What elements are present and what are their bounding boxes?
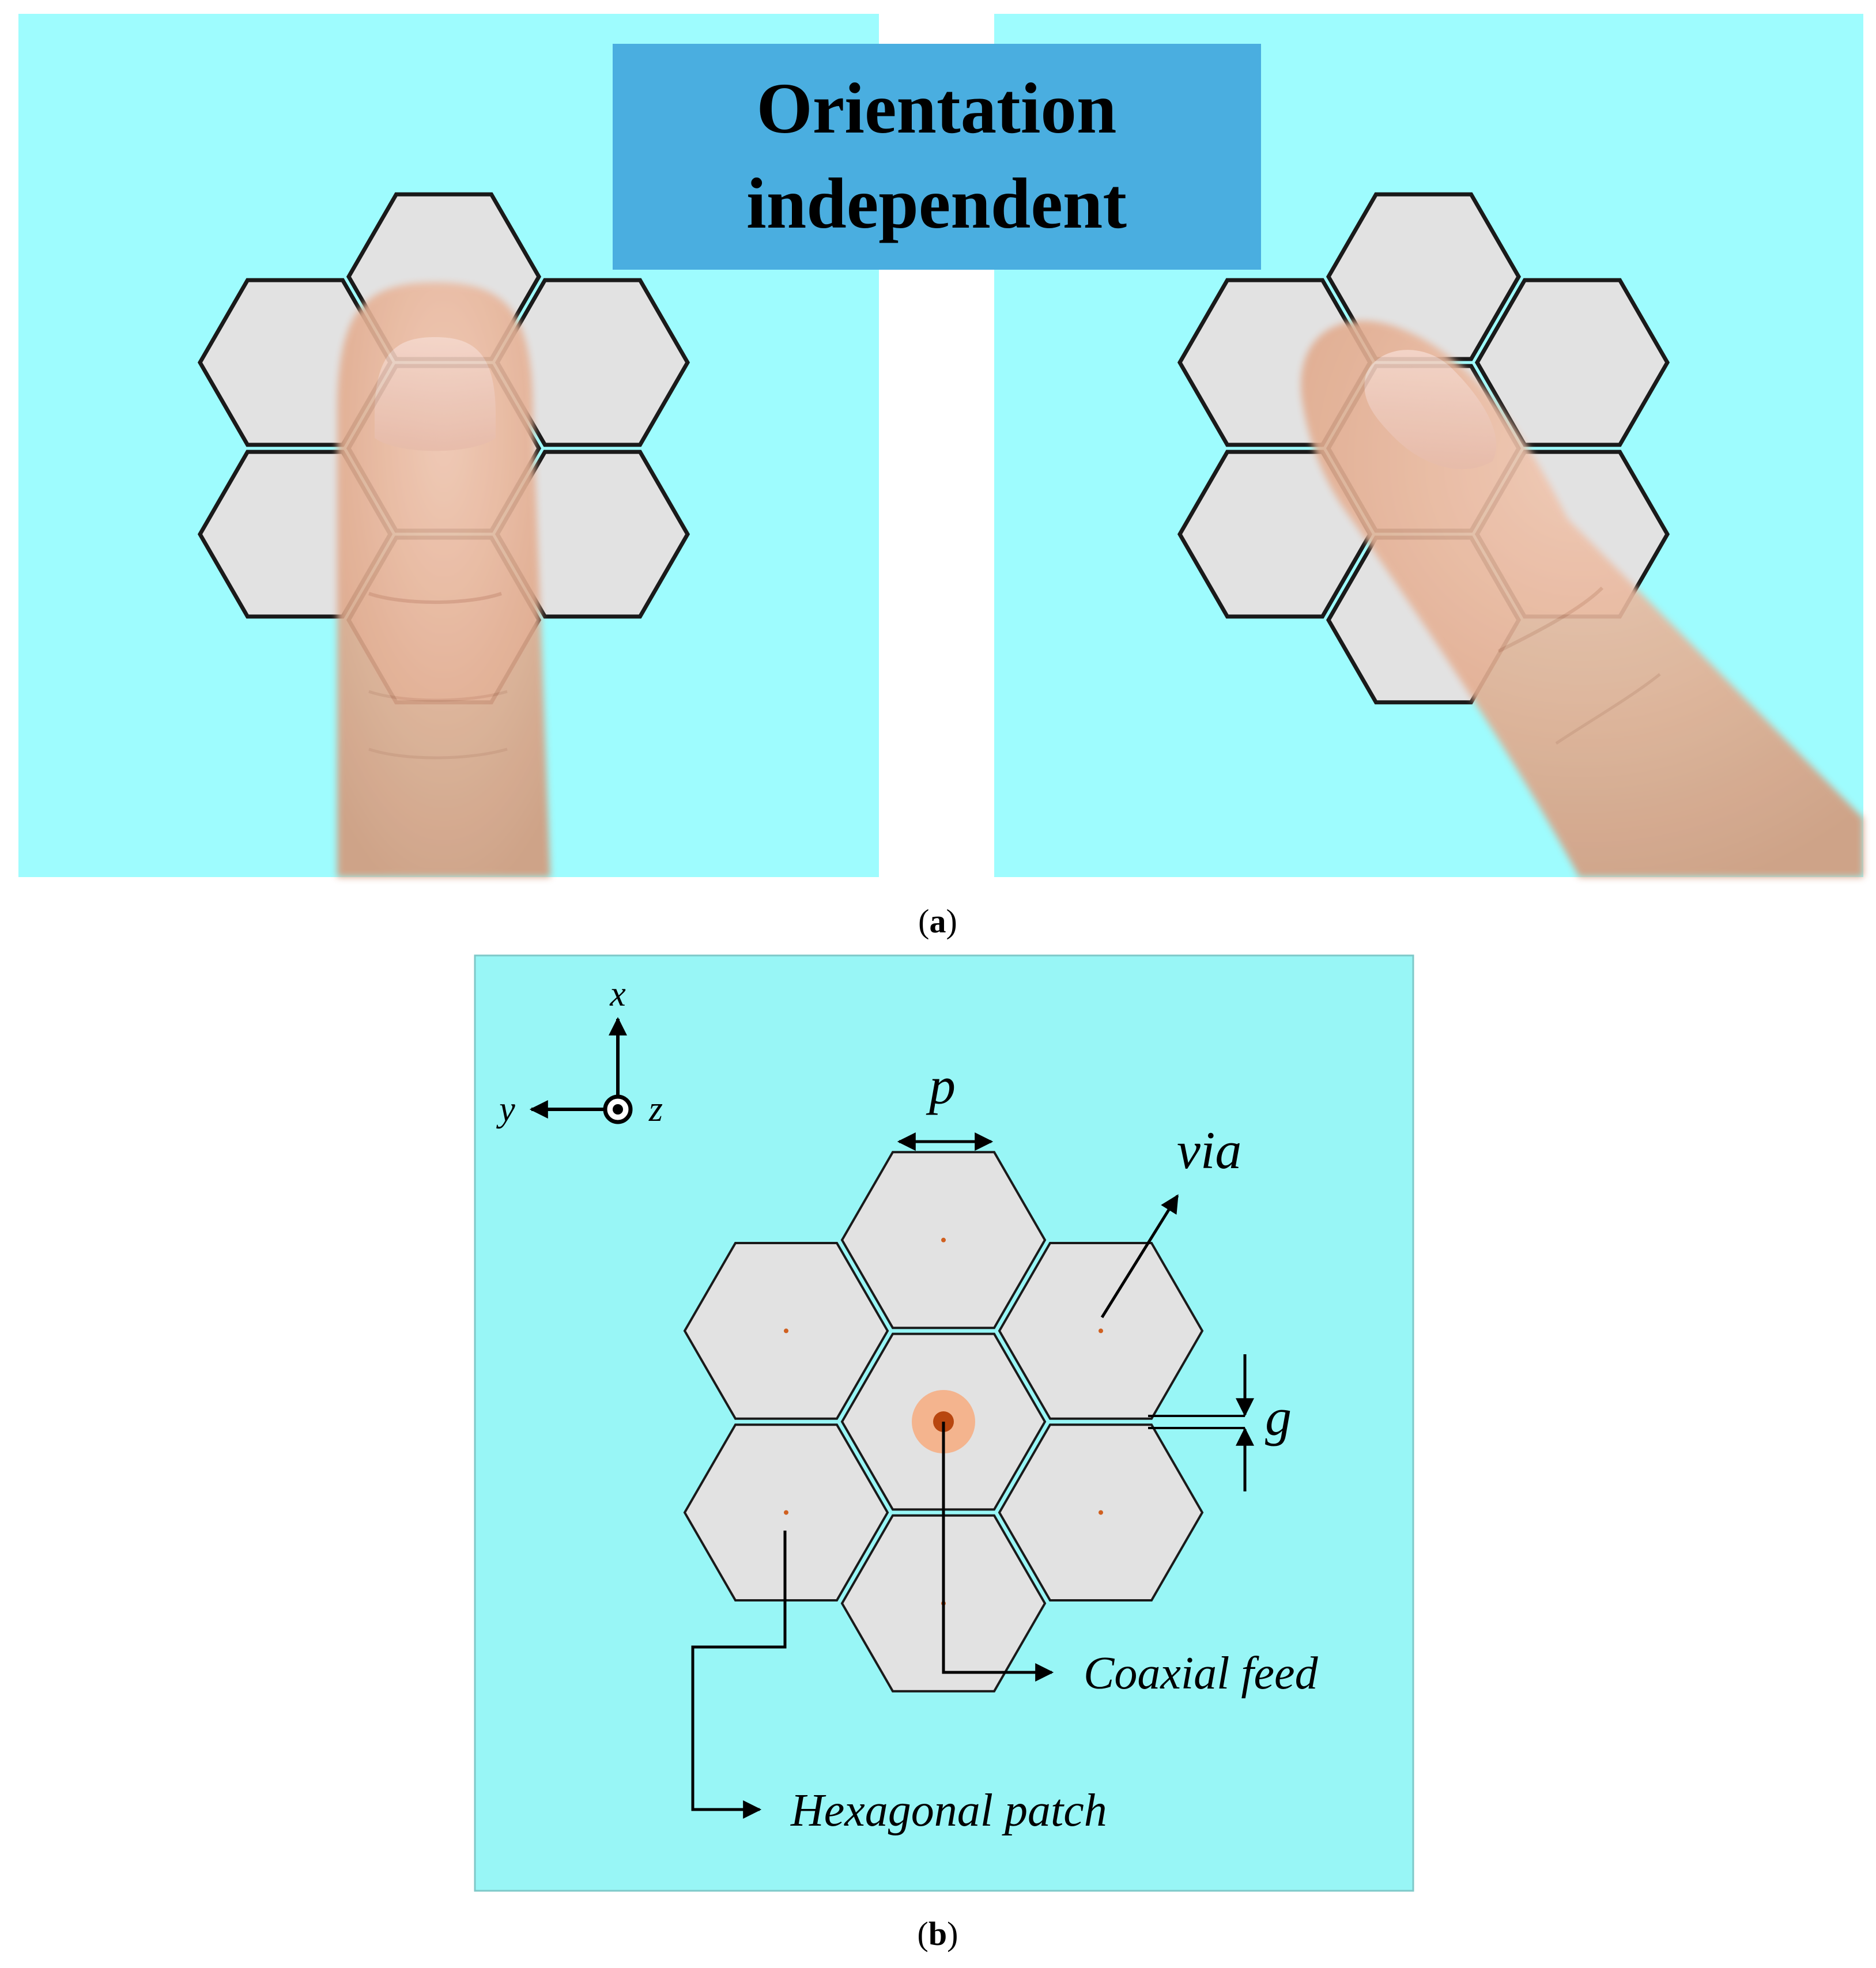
panel-b: x y z p via g Coaxial feed	[474, 954, 1414, 1892]
coordinate-axes: x y z	[496, 974, 663, 1129]
dimension-p: p	[897, 1056, 994, 1151]
via-pointer: via	[1100, 1121, 1241, 1319]
hexagonal-patch-callout: Hexagonal patch	[691, 1531, 1107, 1836]
hexagonal-patch-upper-right	[495, 278, 690, 447]
caption-a: (a)	[918, 902, 957, 940]
hex-cluster-b	[683, 1151, 1204, 1693]
orientation-banner: Orientation independent	[613, 44, 1261, 270]
caption-b: (b)	[918, 1915, 958, 1952]
banner-line-2: independent	[746, 164, 1127, 244]
hexagonal-patch-lower-right	[495, 449, 690, 619]
via-dot-upper-left	[784, 1328, 788, 1334]
coaxial-feed-callout: Coaxial feed	[942, 1422, 1319, 1699]
svg-text:(a): (a)	[918, 902, 957, 940]
finger-a-left	[337, 282, 550, 877]
axis-y-label: y	[496, 1090, 515, 1129]
label-coaxial-feed: Coaxial feed	[1084, 1648, 1319, 1699]
banner-box	[613, 44, 1261, 270]
panel-a-right	[994, 14, 1863, 877]
via-dot-top	[941, 1237, 946, 1242]
label-via: via	[1177, 1121, 1241, 1180]
dimension-g: g	[1148, 1354, 1292, 1491]
label-hexagonal-patch: Hexagonal patch	[790, 1785, 1107, 1836]
label-g: g	[1265, 1388, 1292, 1446]
axis-z-label: z	[648, 1090, 663, 1129]
via-dot-upper-right	[1099, 1328, 1103, 1334]
caption-a-letter: a	[930, 902, 946, 940]
axis-x-label: x	[609, 974, 626, 1014]
caption-b-letter: b	[928, 1915, 947, 1952]
label-p: p	[926, 1056, 956, 1115]
svg-text:(b): (b)	[918, 1915, 958, 1952]
via-dot-lower-left	[784, 1510, 788, 1515]
via-dot-lower-right	[1099, 1510, 1103, 1515]
banner-line-1: Orientation	[757, 69, 1117, 149]
finger-a-right	[1301, 320, 1863, 877]
